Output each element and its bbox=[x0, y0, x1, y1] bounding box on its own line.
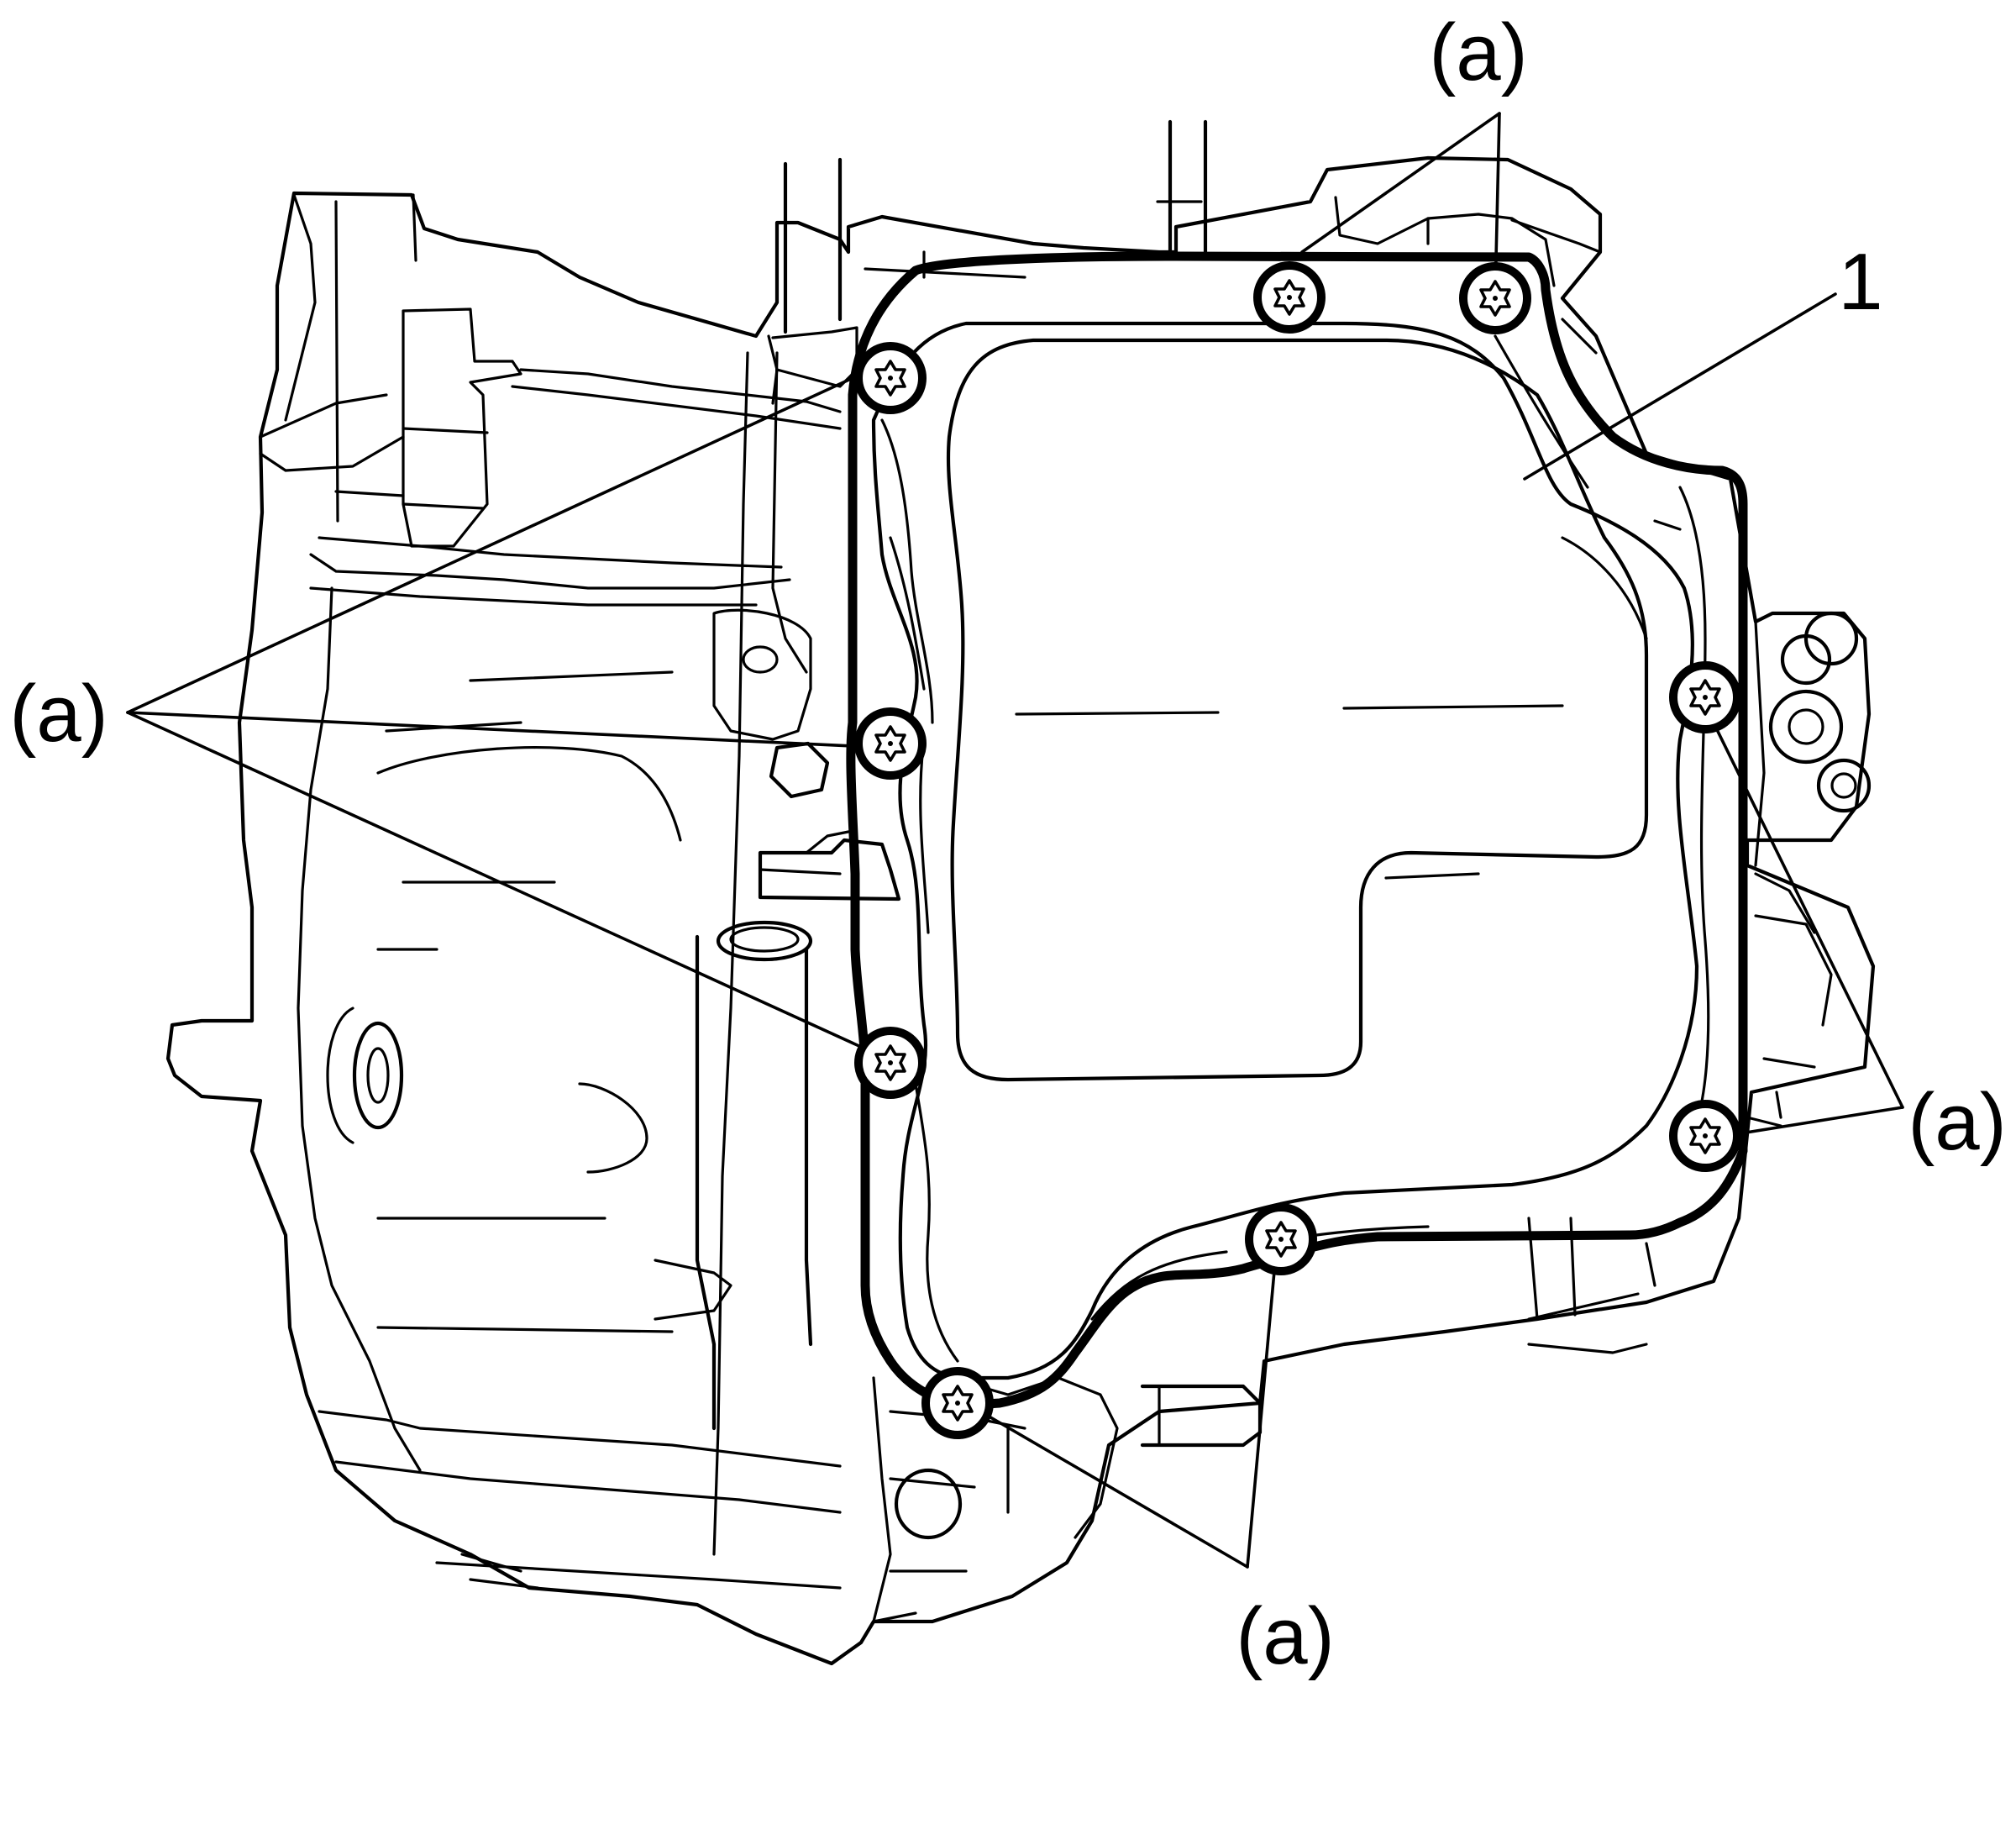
housing-outline bbox=[165, 155, 1876, 1666]
bolt-callout-bottom: (a) bbox=[1236, 1591, 1334, 1681]
oil-pan-raised-panel bbox=[946, 338, 1649, 1082]
torx-bolt-icon bbox=[1257, 265, 1321, 329]
hex-nut bbox=[769, 741, 830, 799]
oil-pan bbox=[846, 251, 1748, 1410]
torx-bolt-icon bbox=[926, 1371, 990, 1435]
bolt-callout-left: (a) bbox=[9, 669, 108, 759]
torx-bolt-icon bbox=[858, 346, 922, 410]
torx-bolt-icon bbox=[1463, 266, 1527, 330]
transmission-housing bbox=[165, 119, 1876, 1666]
torx-bolt-icon bbox=[858, 1031, 922, 1095]
filler-tube-top bbox=[716, 920, 813, 962]
bolt-callout-right: (a) bbox=[1908, 1077, 2006, 1167]
torx-bolt-icon bbox=[1249, 1207, 1313, 1271]
oil-pan-body bbox=[871, 321, 1699, 1380]
oil-pan-flange bbox=[846, 251, 1748, 1410]
callout-labels: (a) 1 (a) (a) (a) bbox=[9, 8, 2006, 1681]
torx-bolt-icon bbox=[1673, 1104, 1737, 1168]
torx-bolt-icon bbox=[1673, 665, 1737, 729]
leader-lines bbox=[126, 112, 1904, 1569]
bolt-callout-top: (a) bbox=[1429, 8, 1527, 97]
part-number-callout: 1 bbox=[1838, 237, 1882, 327]
torx-bolt-icon bbox=[858, 712, 922, 775]
drain-boss bbox=[894, 1468, 963, 1540]
bolts bbox=[858, 265, 1737, 1435]
